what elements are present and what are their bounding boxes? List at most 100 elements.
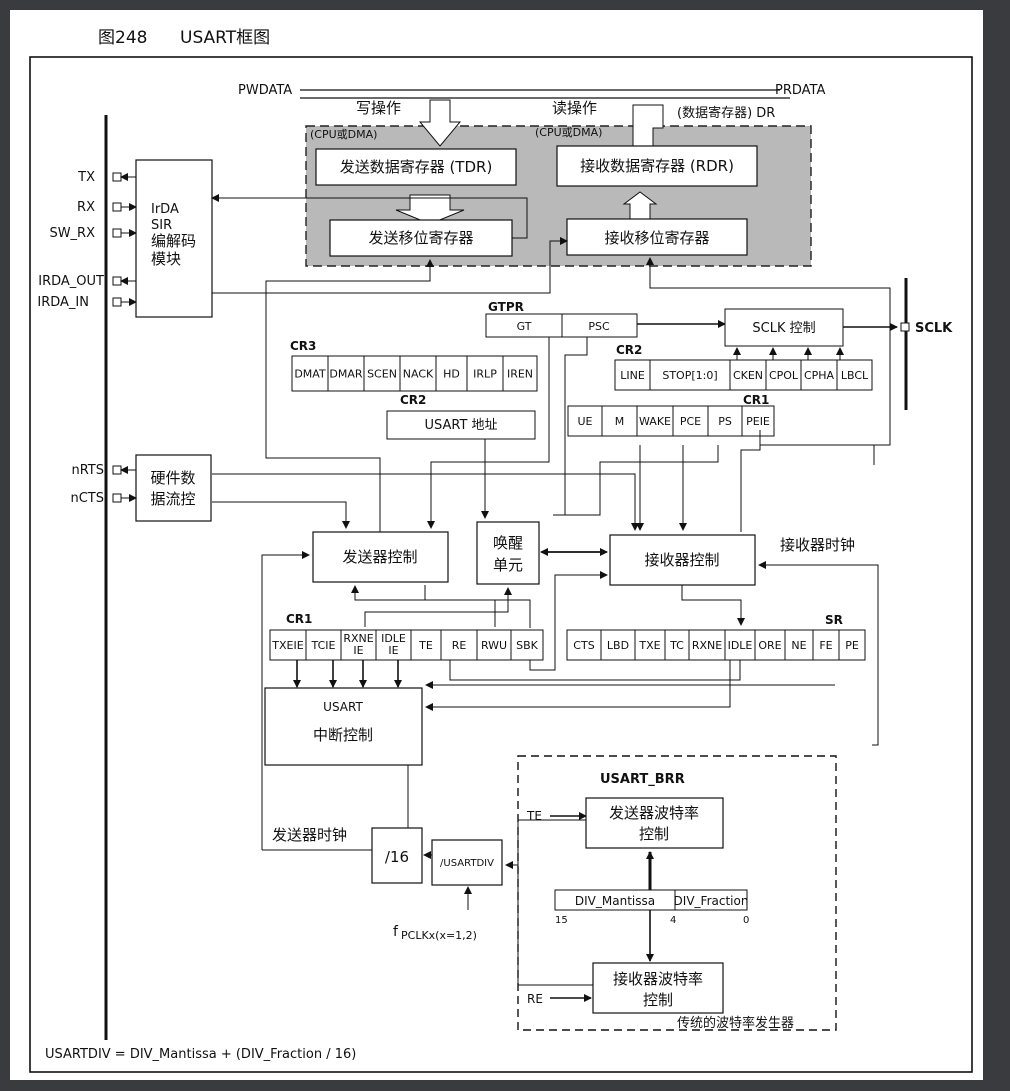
transmitter-clock-label: 发送器时钟 — [272, 826, 347, 844]
register-field-label: RXNE — [692, 639, 722, 652]
rx-baud-line1: 接收器波特率 — [613, 970, 703, 988]
rx-shift-box — [566, 218, 748, 256]
flow-line2: 据流控 — [150, 490, 195, 508]
sclk-control-box — [724, 308, 844, 347]
rx-baud-line2: 控制 — [643, 991, 673, 1009]
register-field-label: NE — [791, 639, 806, 652]
register-field-box — [741, 405, 775, 437]
register-field-box — [649, 359, 731, 391]
receiver-clock-label: 接收器时钟 — [780, 536, 855, 554]
register-field-box — [269, 629, 307, 661]
register-field-label: IDLE — [381, 632, 406, 645]
svg-text:RX: RX — [77, 200, 95, 215]
pin-ncts: nCTS — [70, 491, 122, 506]
register-field-box — [784, 629, 814, 661]
register-field-label: TXE — [638, 639, 660, 652]
cr3-label: CR3 — [290, 339, 316, 353]
register-field-label: SBK — [516, 639, 539, 652]
register-field-label: DMAT — [294, 367, 326, 380]
flow-line1: 硬件数 — [150, 469, 195, 487]
div-fraction-field — [674, 889, 748, 911]
register-field-box — [812, 629, 840, 661]
gtpr-psc-field — [561, 313, 638, 338]
register-field-box — [664, 629, 690, 661]
svg-text:IRDA_OUT: IRDA_OUT — [38, 274, 104, 289]
write-transfer-arrow — [418, 99, 462, 147]
tx-baud-line1: 发送器波特率 — [609, 804, 699, 822]
pin-tx: TX — [77, 170, 122, 185]
register-field-label: TC — [669, 639, 684, 652]
bit-15: 15 — [555, 915, 568, 926]
pin-nrts: nRTS — [71, 463, 122, 478]
register-field-box — [601, 405, 638, 437]
irda-sir-block — [135, 159, 213, 318]
sclk-control-label: SCLK 控制 — [752, 321, 815, 336]
usart-address-box — [386, 410, 536, 440]
pin-rx: RX — [77, 200, 122, 215]
hw-flow-control-block — [135, 454, 212, 522]
cpu-dma-read-label: (CPU或DMA) — [535, 126, 602, 139]
register-field-box — [672, 405, 709, 437]
transmitter-control-box — [312, 531, 449, 583]
usart-block-diagram: 图248 USART框图 PWDATA PRDATA 写操作 读操作 (数据寄存… — [29, 28, 973, 1073]
register-field-label: FE — [819, 639, 832, 652]
register-field-label: RXNE — [343, 632, 373, 645]
svg-text:SW_RX: SW_RX — [49, 226, 95, 241]
register-field-box — [510, 629, 544, 661]
register-field-box — [754, 629, 786, 661]
irq-line1: USART — [323, 700, 363, 714]
pin-sw-rx: SW_RX — [49, 226, 122, 241]
rx-baud-control-box — [592, 962, 724, 1014]
register-field-label: IE — [388, 644, 398, 657]
register-field-box — [399, 355, 437, 392]
data-register-label: (数据寄存器) DR — [677, 105, 775, 121]
register-field-box — [291, 355, 329, 392]
register-field-box — [375, 629, 412, 661]
register-field-label: PCE — [680, 415, 701, 428]
wakeup-unit-box — [476, 521, 540, 585]
register-field-box — [600, 629, 636, 661]
register-field-label: LBD — [607, 639, 629, 652]
svg-text:nCTS: nCTS — [70, 491, 104, 506]
register-field-box — [836, 359, 873, 391]
pin-sclk-box — [900, 322, 910, 332]
cpu-dma-write-label: (CPU或DMA) — [310, 128, 377, 141]
svg-text:GT: GT — [517, 320, 532, 333]
register-field-label: SCEN — [367, 367, 397, 380]
register-field-label: TXEIE — [271, 639, 303, 652]
irda-line3: 编解码 — [151, 232, 196, 250]
pin-irda-out: IRDA_OUT — [38, 274, 122, 289]
register-field-box — [634, 629, 666, 661]
brr-te-label: TE — [526, 809, 542, 823]
irq-line2: 中断控制 — [313, 726, 373, 744]
figure-title: USART框图 — [180, 28, 270, 48]
register-field-label: LBCL — [841, 369, 869, 382]
cr1-bottom-label: CR1 — [286, 612, 312, 626]
register-field-box — [567, 405, 603, 437]
receiver-control-label: 接收器控制 — [644, 551, 719, 569]
div16-box — [371, 827, 423, 884]
register-field-box — [410, 629, 442, 661]
register-field-box — [440, 629, 478, 661]
usartdiv-formula: USARTDIV = DIV_Mantissa + (DIV_Fraction … — [45, 1047, 356, 1062]
register-field-label: CPOL — [769, 369, 799, 382]
register-field-box — [688, 629, 726, 661]
register-field-label: CKEN — [733, 369, 763, 382]
tdr-label: 发送数据寄存器 (TDR) — [340, 158, 493, 176]
rdr-label: 接收数据寄存器 (RDR) — [580, 157, 734, 175]
register-field-box — [363, 355, 401, 392]
register-field-box — [305, 629, 342, 661]
register-field-box — [729, 359, 767, 391]
register-field-box — [765, 359, 802, 391]
write-op-label: 写操作 — [356, 99, 401, 117]
tdr-box — [315, 148, 517, 186]
cr1-top-label: CR1 — [743, 393, 769, 407]
usartdiv-label: /USARTDIV — [440, 858, 494, 869]
irda-line4: 模块 — [151, 250, 181, 268]
baud-rate-generator-region — [517, 755, 837, 1031]
register-field-label: WAKE — [639, 415, 671, 428]
